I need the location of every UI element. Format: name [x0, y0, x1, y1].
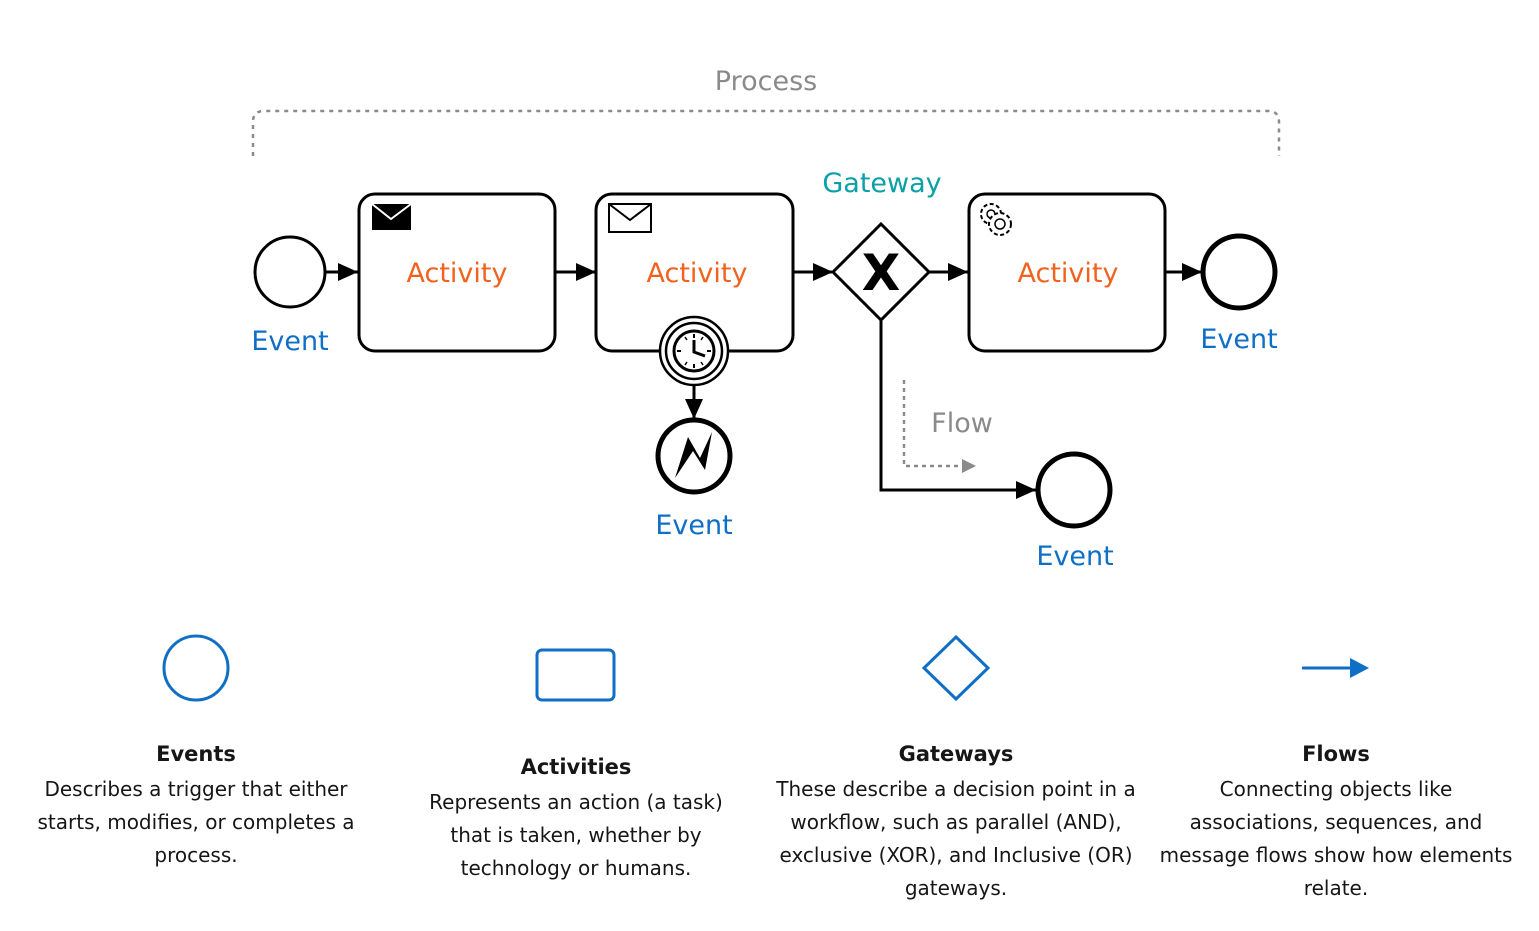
- legend-description: Connecting objects like associations, se…: [1159, 777, 1513, 900]
- end-event-label: Event: [1200, 324, 1277, 355]
- activity-label: Activity: [647, 258, 748, 289]
- diamond-icon: [921, 634, 991, 702]
- legend-description: Describes a trigger that either starts, …: [37, 777, 355, 867]
- send-message-icon: [371, 203, 412, 230]
- activity-label: Activity: [1018, 258, 1119, 289]
- start-event: [253, 235, 327, 309]
- legend-activities: Activities Represents an action (a task)…: [396, 754, 756, 885]
- gateway-label: Gateway: [822, 168, 941, 199]
- circle-icon: [162, 634, 230, 702]
- activity-box: [967, 192, 1167, 353]
- gateway-x-symbol: X: [862, 244, 901, 302]
- legend-title: Gateways: [898, 742, 1014, 766]
- legend-flows: Flows Connecting objects like associatio…: [1156, 741, 1516, 905]
- end-event: [1035, 451, 1113, 529]
- activity-label: Activity: [407, 258, 508, 289]
- legend-description: These describe a decision point in a wor…: [776, 777, 1136, 900]
- error-event-label: Event: [655, 510, 732, 541]
- process-label: Process: [715, 66, 817, 97]
- legend-title: Events: [156, 742, 236, 766]
- legend-description: Represents an action (a task) that is ta…: [429, 790, 723, 880]
- process-bracket: [251, 109, 1281, 156]
- legend-gateways: Gateways These describe a decision point…: [776, 741, 1136, 905]
- start-event-label: Event: [251, 326, 328, 357]
- gear-icon: [980, 203, 1012, 236]
- arrow-icon: [1302, 658, 1369, 678]
- error-end-event: [655, 417, 733, 495]
- legend-events: Events Describes a trigger that either s…: [16, 741, 376, 872]
- sequence-flow: [879, 320, 1036, 499]
- activity-box: [357, 192, 557, 353]
- timer-icon: [658, 315, 730, 387]
- receive-message-icon: [608, 203, 652, 233]
- legend-title: Flows: [1302, 742, 1370, 766]
- legend-title: Activities: [520, 755, 632, 779]
- rectangle-icon: [535, 648, 616, 702]
- lightning-icon: [675, 432, 712, 478]
- flow-label: Flow: [931, 408, 993, 439]
- end-event: [1200, 233, 1278, 311]
- end-event-label: Event: [1036, 541, 1113, 572]
